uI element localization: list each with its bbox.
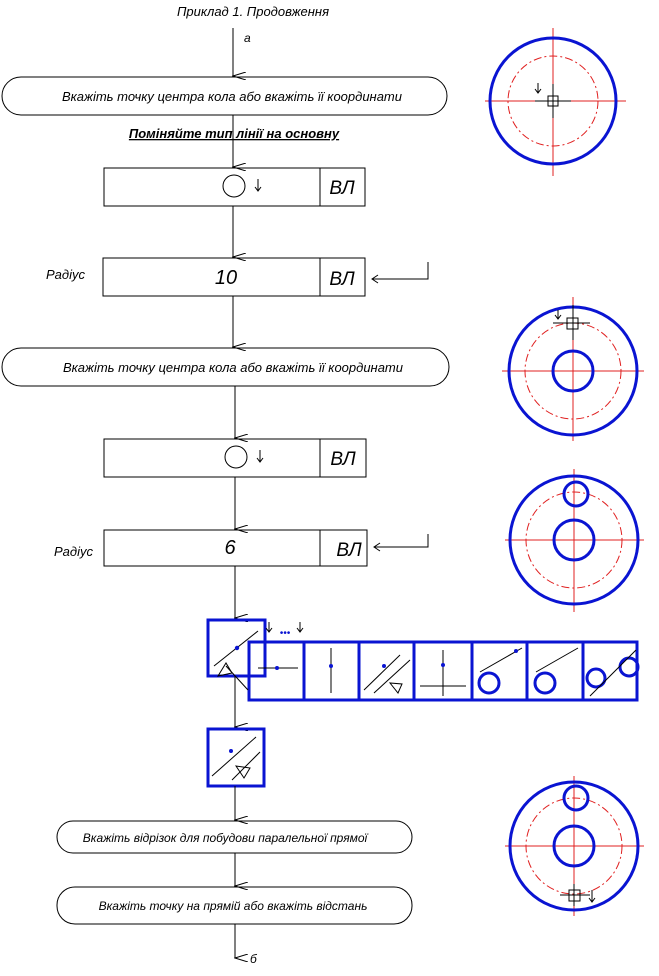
entry-connector-label: а xyxy=(244,31,251,45)
selection-pointer-line xyxy=(225,665,249,691)
vl-button-label[interactable]: ВЛ xyxy=(336,540,362,561)
enter-key-icon xyxy=(371,262,429,284)
prompt-text: Вкажіть відрізок для побудови паралельно… xyxy=(83,831,369,845)
cursor-arrow-icon xyxy=(534,83,542,94)
line-tools-toolbar xyxy=(247,640,640,702)
vl-button-label[interactable]: ВЛ xyxy=(330,449,356,470)
vl-button-label[interactable]: ВЛ xyxy=(329,269,355,290)
prompt-text: Вкажіть точку на прямій або вкажіть відс… xyxy=(99,899,368,913)
prompt-text: Вкажіть точку центра кола або вкажіть її… xyxy=(62,89,402,104)
radius-input-1[interactable]: 10 ВЛ xyxy=(102,257,366,297)
vl-button-label[interactable]: ВЛ xyxy=(329,178,355,199)
parallel-line-tool[interactable] xyxy=(363,654,411,694)
prompt-segment: Вкажіть відрізок для побудови паралельно… xyxy=(56,820,413,854)
dropdown-arrow-icon xyxy=(254,179,262,192)
drawing-preview-3 xyxy=(505,469,644,612)
enter-key-icon xyxy=(373,534,429,552)
prompt-point-on-line: Вкажіть точку на прямій або вкажіть відс… xyxy=(56,886,413,925)
tangent-line-tool-1[interactable] xyxy=(477,647,523,695)
prompt-center-point-2: Вкажіть точку центра кола або вкажіть її… xyxy=(1,347,450,387)
dropdown-arrow-icon xyxy=(296,622,304,633)
prompt-text: Вкажіть точку центра кола або вкажіть її… xyxy=(63,360,403,375)
tangent-two-circles-tool[interactable] xyxy=(585,649,640,697)
circle-tool-icon xyxy=(224,445,248,469)
radius-value-1[interactable]: 10 xyxy=(215,267,237,289)
parallel-line-tool-selected[interactable] xyxy=(206,727,266,788)
drawing-preview-2 xyxy=(502,297,644,441)
radius-input-2[interactable]: 6 ВЛ xyxy=(103,529,368,567)
horizontal-line-tool[interactable] xyxy=(258,666,298,670)
radius-value-2[interactable]: 6 xyxy=(224,537,236,559)
parallel-line-tool-button[interactable] xyxy=(206,618,267,678)
circle-tool-box-1[interactable]: ВЛ xyxy=(103,167,366,207)
prompt-center-point-1: Вкажіть точку центра кола або вкажіть її… xyxy=(1,76,448,116)
tangent-line-tool-2[interactable] xyxy=(533,647,579,695)
dropdown-arrow-icon xyxy=(265,622,273,633)
radius-label-1: Радіус xyxy=(46,267,85,282)
more-options-dots[interactable]: ••• xyxy=(280,628,291,639)
exit-connector-label: б xyxy=(250,952,258,966)
radius-label-2: Радіус xyxy=(54,544,93,559)
page-title: Приклад 1. Продовження xyxy=(177,4,329,19)
vertical-line-tool[interactable] xyxy=(329,648,333,693)
drawing-preview-4 xyxy=(505,776,644,916)
cursor-arrow-icon xyxy=(588,890,596,903)
circle-tool-box-2[interactable]: ВЛ xyxy=(103,438,367,478)
drawing-preview-1 xyxy=(485,28,626,176)
dropdown-arrow-icon xyxy=(256,450,264,463)
perpendicular-line-tool[interactable] xyxy=(420,650,466,696)
cursor-arrow-icon xyxy=(554,310,562,320)
circle-tool-icon xyxy=(222,174,246,198)
instruction-text: Поміняйте тип лінії на основну xyxy=(129,126,340,141)
